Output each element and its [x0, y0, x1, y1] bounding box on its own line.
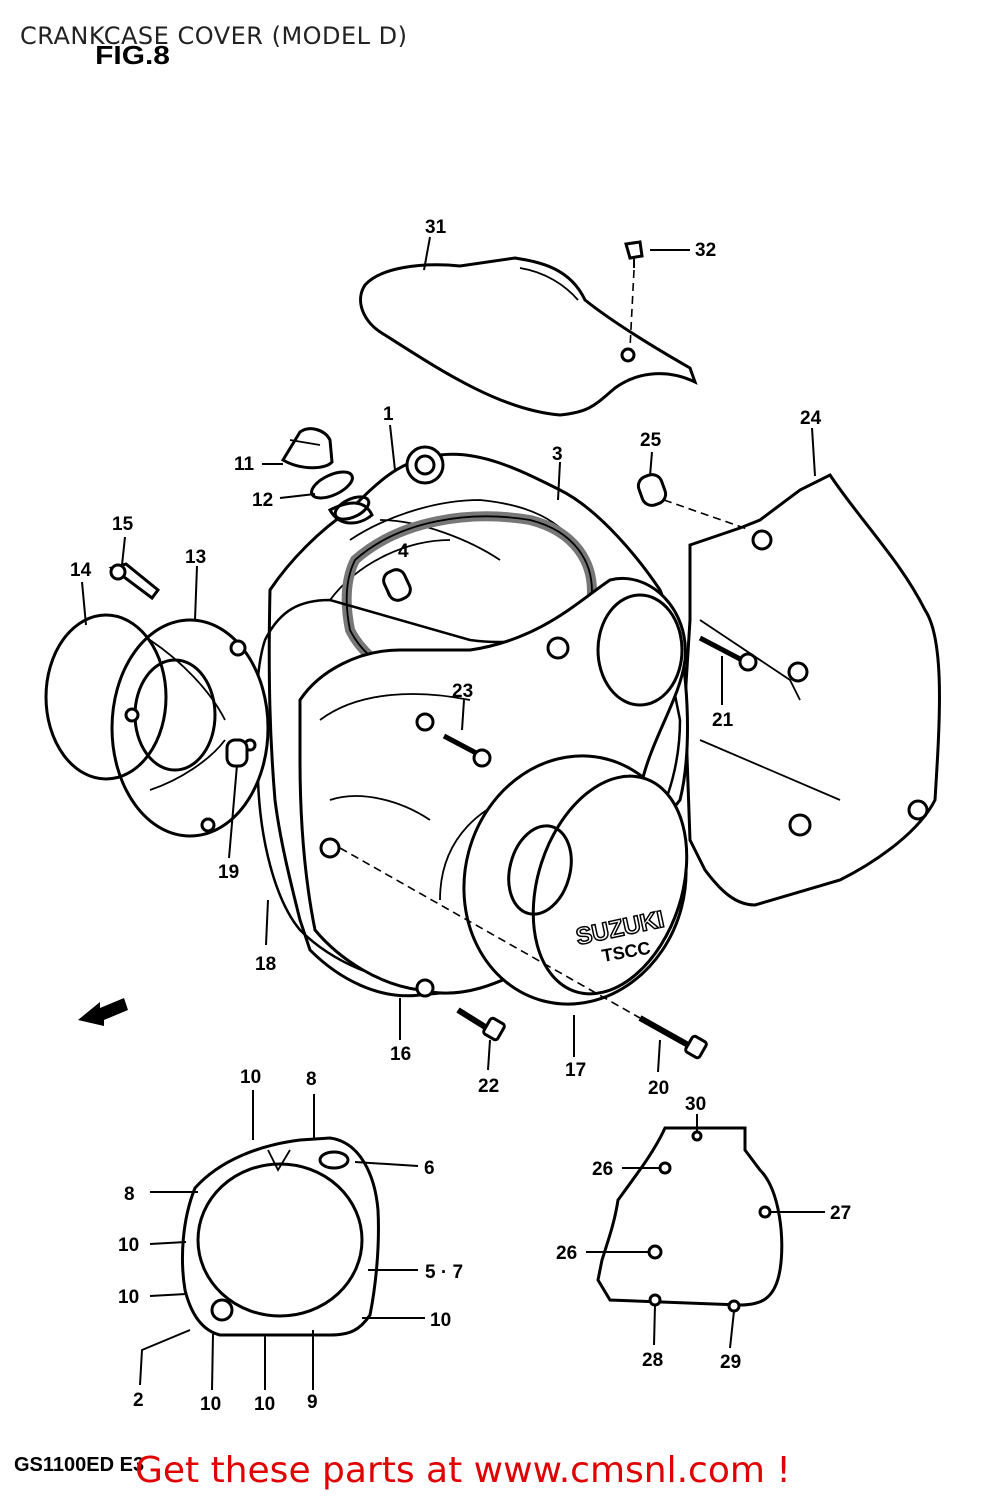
callout-23: 23 — [452, 681, 473, 702]
callout-10-left-2: 10 — [118, 1287, 139, 1308]
callout-14: 14 — [70, 560, 92, 581]
part-19-dowel — [225, 738, 249, 768]
figure-label: FIG.8 — [95, 40, 170, 70]
callout-26-top: 26 — [592, 1159, 613, 1180]
callout-10-right: 10 — [430, 1310, 451, 1331]
callout-2: 2 — [133, 1390, 144, 1411]
part-4-dowel — [382, 568, 412, 602]
part-24-cover — [683, 473, 941, 907]
part-20-bolt — [339, 847, 708, 1060]
part-17-emblem: SUZUKI TSCC — [462, 754, 689, 1006]
callout-8-top: 8 — [306, 1069, 317, 1090]
callout-9: 9 — [307, 1392, 318, 1413]
cover-detail-diagram — [596, 1126, 784, 1313]
callout-10-left-1: 10 — [118, 1235, 139, 1256]
part-31-cover — [359, 256, 698, 417]
gasket-detail-diagram — [181, 1136, 380, 1337]
callout-31: 31 — [425, 217, 447, 238]
callout-26-bottom: 26 — [556, 1243, 577, 1264]
shop-link-banner[interactable]: Get these parts at www.cmsnl.com ! — [135, 1450, 791, 1491]
callout-25: 25 — [640, 430, 662, 451]
callout-10-top: 10 — [240, 1067, 261, 1088]
part-23-bolt — [442, 733, 492, 768]
callout-10-bottom-1: 10 — [200, 1394, 221, 1415]
part-13-cover — [110, 618, 270, 838]
callout-labels: 31 32 1 3 4 24 25 11 12 15 13 14 21 23 1… — [70, 217, 851, 1415]
callout-24: 24 — [800, 408, 822, 429]
callout-6: 6 — [424, 1158, 435, 1179]
callout-20: 20 — [648, 1078, 669, 1099]
callout-3: 3 — [552, 444, 563, 465]
callout-32: 32 — [695, 240, 716, 261]
callout-4: 4 — [398, 541, 409, 562]
callout-27: 27 — [830, 1203, 851, 1224]
part-14-seal — [44, 613, 168, 781]
page-title: CRANKCASE COVER (MODEL D) — [20, 22, 408, 50]
part-22-bolt — [456, 1007, 506, 1042]
forward-arrow-icon — [78, 998, 128, 1026]
part-11-cap — [280, 427, 334, 470]
callout-5-7: 5 · 7 — [425, 1262, 463, 1283]
callout-21: 21 — [712, 710, 734, 731]
callout-15: 15 — [112, 514, 134, 535]
part-25-dowel — [636, 473, 751, 531]
callout-16: 16 — [390, 1044, 411, 1065]
part-21-bolt — [698, 635, 758, 672]
callout-19: 19 — [218, 862, 239, 883]
callout-29: 29 — [720, 1352, 741, 1373]
callout-1: 1 — [383, 404, 394, 425]
callout-18: 18 — [255, 954, 276, 975]
callout-30: 30 — [685, 1094, 706, 1115]
callout-17: 17 — [565, 1060, 586, 1081]
callout-11: 11 — [234, 454, 255, 475]
callout-8-left: 8 — [124, 1184, 135, 1205]
callout-10-bottom-2: 10 — [254, 1394, 275, 1415]
part-32-bolt — [624, 240, 644, 349]
callout-28: 28 — [642, 1350, 663, 1371]
callout-13: 13 — [185, 547, 206, 568]
part-15-bolt — [108, 562, 161, 601]
leader-lines — [81, 236, 825, 1391]
callout-12: 12 — [252, 490, 273, 511]
model-code: GS1100ED E3 — [14, 1454, 145, 1476]
callout-22: 22 — [478, 1076, 499, 1097]
